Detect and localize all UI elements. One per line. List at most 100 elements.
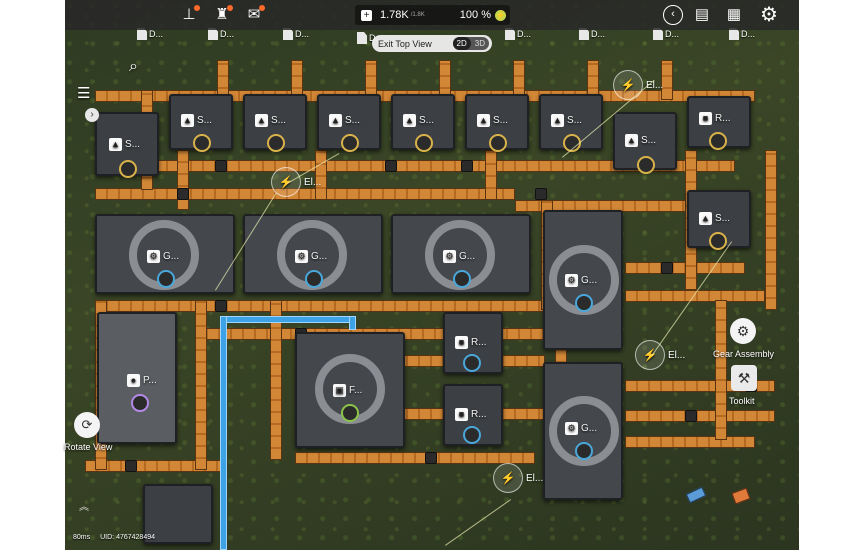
belt-splitter[interactable] bbox=[215, 160, 227, 172]
clipboard-icon[interactable]: ▤ bbox=[694, 6, 710, 23]
notification-dot bbox=[194, 5, 200, 11]
collapse-icon[interactable]: ︽ bbox=[79, 502, 89, 513]
conveyor-belt[interactable] bbox=[625, 436, 755, 448]
conveyor-belt[interactable] bbox=[715, 300, 727, 440]
conveyor-belt[interactable] bbox=[95, 188, 515, 200]
belt-splitter[interactable] bbox=[685, 410, 697, 422]
conveyor-belt[interactable] bbox=[270, 300, 282, 460]
blue-item-icon[interactable] bbox=[685, 486, 707, 504]
view-mode-toggle[interactable]: 2D 3D bbox=[452, 37, 489, 50]
orange-item-icon[interactable] bbox=[731, 487, 751, 505]
belt-splitter[interactable] bbox=[177, 188, 189, 200]
fluid-pipe[interactable] bbox=[220, 316, 227, 550]
smelter-port[interactable] bbox=[709, 232, 727, 250]
rotate-view-button[interactable]: ⟳ bbox=[74, 412, 100, 438]
smelter-icon: ▲ bbox=[181, 114, 194, 127]
refinery-port[interactable] bbox=[709, 132, 727, 150]
expand-icon[interactable]: › bbox=[85, 108, 99, 122]
belt-splitter[interactable] bbox=[385, 160, 397, 172]
top-bar: ⊥ ♜ ✉ + 1.78K /1.8K 100 % ⚡ ‹ ▤ ▦ ⚙ bbox=[65, 0, 799, 30]
smelter-port[interactable] bbox=[415, 134, 433, 152]
belt-splitter[interactable] bbox=[125, 460, 137, 472]
smelter-port[interactable] bbox=[119, 160, 137, 178]
view-3d-option[interactable]: 3D bbox=[474, 39, 485, 48]
rotate-view-label: Rotate View bbox=[64, 442, 113, 452]
exit-top-view-button[interactable]: Exit Top View 2D 3D bbox=[372, 35, 492, 52]
storage-unit[interactable] bbox=[143, 484, 213, 544]
inventory-icon[interactable]: ▦ bbox=[726, 6, 742, 23]
belt-splitter[interactable] bbox=[425, 452, 437, 464]
resource-value: 1.78K bbox=[380, 9, 409, 21]
view-2d-option[interactable]: 2D bbox=[452, 37, 471, 50]
smelter-label: ▲S... bbox=[477, 114, 508, 127]
electric-pole[interactable]: ⚡El... bbox=[493, 463, 543, 493]
gear-assembler-label: ⚙G... bbox=[147, 250, 179, 263]
research-icon[interactable]: ♜ bbox=[215, 6, 229, 23]
depot[interactable]: D... bbox=[283, 28, 309, 40]
gear-assembler-port[interactable] bbox=[305, 270, 323, 288]
conveyor-belt[interactable] bbox=[195, 300, 207, 470]
fluid-pipe[interactable] bbox=[349, 316, 356, 330]
back-icon[interactable]: ‹ bbox=[663, 5, 683, 25]
depot[interactable]: D... bbox=[653, 28, 679, 40]
conveyor-belt[interactable] bbox=[661, 60, 673, 100]
map-search-icon[interactable]: ⌕ bbox=[129, 58, 138, 75]
depot-icon bbox=[653, 28, 663, 40]
smelter-label: ▲S... bbox=[109, 138, 140, 151]
depot-icon bbox=[579, 28, 589, 40]
depot[interactable]: D... bbox=[505, 28, 531, 40]
electric-pole[interactable]: ⚡El... bbox=[271, 167, 321, 197]
smelter-port[interactable] bbox=[637, 156, 655, 174]
depot[interactable]: D... bbox=[137, 28, 163, 40]
belt-splitter[interactable] bbox=[461, 160, 473, 172]
hierarchy-icon[interactable]: ⊥ bbox=[182, 6, 196, 23]
conveyor-belt[interactable] bbox=[625, 290, 765, 302]
electric-pole-icon: ⚡ bbox=[493, 463, 523, 493]
fabricator-port[interactable] bbox=[341, 404, 359, 422]
conveyor-belt[interactable] bbox=[485, 150, 497, 200]
belt-splitter[interactable] bbox=[535, 188, 547, 200]
depot[interactable]: D... bbox=[729, 28, 755, 40]
smelter-port[interactable] bbox=[489, 134, 507, 152]
gear-assembly-button[interactable]: ⚙ bbox=[730, 318, 756, 344]
smelter-port[interactable] bbox=[267, 134, 285, 152]
smelter-label: ▲S... bbox=[181, 114, 212, 127]
conveyor-belt[interactable] bbox=[765, 150, 777, 310]
fluid-pipe[interactable] bbox=[220, 316, 350, 323]
mail-icon[interactable]: ✉ bbox=[247, 6, 261, 23]
smelter-label: ▲S... bbox=[403, 114, 434, 127]
settings-icon[interactable]: ⚙ bbox=[760, 4, 778, 26]
depot-icon bbox=[283, 28, 293, 40]
gear-assembler-ring bbox=[549, 396, 619, 466]
press-port[interactable] bbox=[131, 394, 149, 412]
press-label: ●P... bbox=[127, 374, 157, 387]
gear-icon: ⚙ bbox=[565, 422, 578, 435]
smelter-icon: ▲ bbox=[699, 212, 712, 225]
smelter-port[interactable] bbox=[341, 134, 359, 152]
conveyor-belt[interactable] bbox=[177, 150, 189, 210]
depot[interactable]: D... bbox=[579, 28, 605, 40]
electric-pole[interactable]: ⚡El... bbox=[613, 70, 663, 100]
refinery-port[interactable] bbox=[463, 354, 481, 372]
notification-dot bbox=[227, 5, 233, 11]
gear-assembler-port[interactable] bbox=[157, 270, 175, 288]
gear-assembler-port[interactable] bbox=[453, 270, 471, 288]
conveyor-belt[interactable] bbox=[625, 410, 775, 422]
gear-assembler-port[interactable] bbox=[575, 442, 593, 460]
electric-pole[interactable]: ⚡El... bbox=[635, 340, 685, 370]
conveyor-belt[interactable] bbox=[295, 452, 535, 464]
belt-splitter[interactable] bbox=[661, 262, 673, 274]
conveyor-belt[interactable] bbox=[95, 300, 555, 312]
press-icon: ● bbox=[127, 374, 140, 387]
gear-assembler-port[interactable] bbox=[575, 294, 593, 312]
toolkit-button[interactable]: ⚒ bbox=[731, 365, 757, 391]
game-viewport[interactable]: D... D... D... D... D... D... D... D... … bbox=[65, 0, 799, 550]
depot[interactable]: D... bbox=[208, 28, 234, 40]
list-icon[interactable]: ☰ bbox=[77, 85, 91, 102]
exit-top-view-label: Exit Top View bbox=[378, 38, 432, 49]
refinery-port[interactable] bbox=[463, 426, 481, 444]
belt-splitter[interactable] bbox=[215, 300, 227, 312]
plus-icon[interactable]: + bbox=[361, 9, 372, 21]
smelter-port[interactable] bbox=[193, 134, 211, 152]
smelter-icon: ▲ bbox=[329, 114, 342, 127]
